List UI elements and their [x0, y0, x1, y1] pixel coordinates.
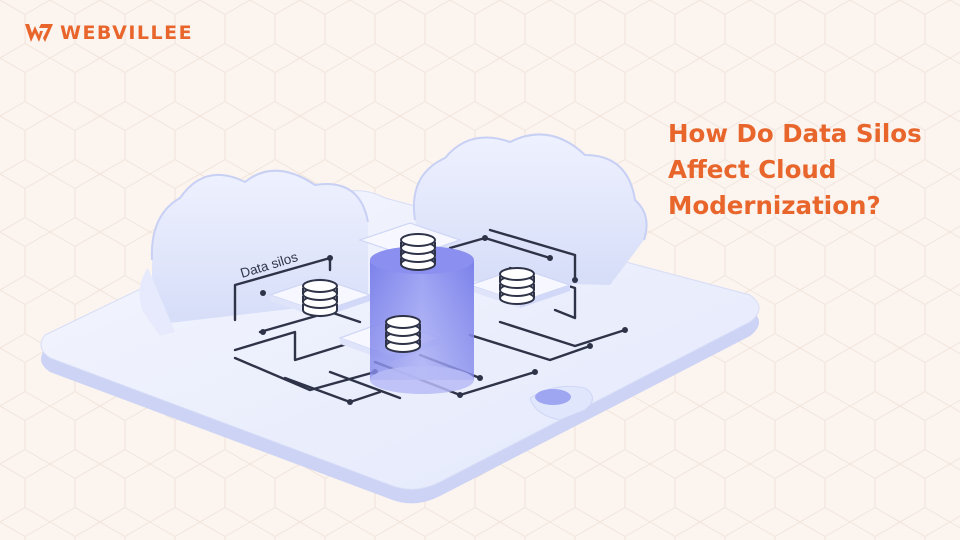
central-data-cylinder	[370, 246, 474, 394]
title-line-1: How Do Data Silos	[668, 119, 922, 148]
database-icon	[499, 267, 535, 305]
brand-name: WEBVILLEE	[60, 22, 194, 44]
page-title: How Do Data Silos Affect Cloud Moderniza…	[668, 116, 948, 224]
brand-logo[interactable]: WEBVILLEE	[24, 20, 193, 46]
database-icon	[302, 279, 338, 317]
data-silos-illustration: Data silos	[40, 133, 760, 504]
cloud-icon	[412, 133, 648, 285]
database-icon	[385, 315, 421, 353]
platform-connector-tab	[529, 385, 593, 421]
title-line-3: Modernization?	[668, 191, 881, 220]
webvillee-w-logo-icon	[25, 24, 53, 42]
title-line-2: Affect Cloud	[668, 155, 837, 184]
database-icon	[400, 233, 436, 271]
